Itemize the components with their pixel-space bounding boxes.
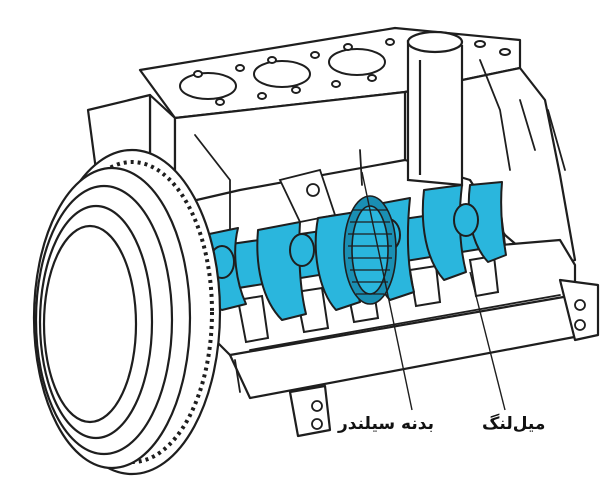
distributor-column (406, 30, 464, 187)
cylinder-bores (179, 38, 511, 106)
cylinder-block-label: بدنه سیلندر (338, 414, 434, 434)
callout-lines (361, 171, 506, 411)
block-details (194, 59, 586, 430)
block-leader-line (361, 171, 413, 411)
crank-gear (343, 195, 397, 305)
main-bearing-caps (236, 254, 500, 344)
crank-leader-line (469, 271, 506, 411)
crankshaft-label: میل‌لنگ (482, 414, 546, 434)
flywheel (32, 148, 222, 476)
